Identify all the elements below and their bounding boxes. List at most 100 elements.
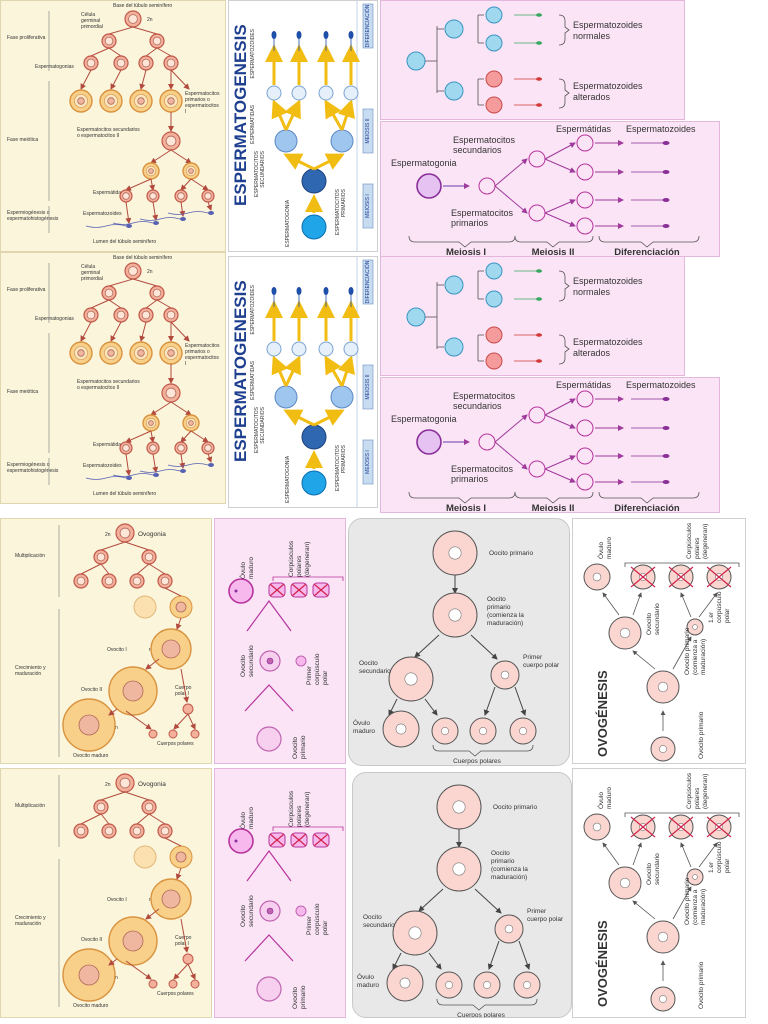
maturing-oocyte-nucleus: [448, 608, 462, 622]
first-polar-nucleus: [692, 624, 698, 630]
label-spermatids-v: ESPERMATIDAS: [250, 360, 256, 399]
germ-cell-nucleus: [128, 14, 138, 24]
spermatid-cell-0: [576, 134, 594, 152]
polar-body-2-nucleus: [519, 727, 527, 735]
line-b3: [156, 299, 172, 309]
label-oocyte2: Ovocito II: [81, 687, 102, 693]
daughter-cell-1: [444, 81, 464, 101]
spermatozoon-0-tail: [85, 476, 127, 480]
secondary-spermatocyte-1: [330, 129, 354, 153]
primary-spermatocyte-cell: [301, 424, 327, 450]
garrow-g: [514, 686, 527, 716]
primary-oocyte-nucleus: [452, 800, 466, 814]
mature-oocyte-nucleus: [78, 964, 100, 986]
gamete-cell-3: [485, 352, 503, 370]
polar-body-1: [182, 703, 194, 715]
arrow-sec-0: [494, 414, 528, 443]
brace-meiosis1: [408, 235, 516, 248]
primary-spermatocyte-0-nucleus: [77, 97, 85, 105]
garrow-g: [518, 940, 531, 970]
oogenesis-title: OVOGÉNESIS: [595, 920, 610, 1007]
secondary-cell-0: [528, 406, 546, 424]
mature-ovule-nucleus: [399, 977, 411, 989]
line-e1: [170, 149, 192, 164]
spermatogonium-0-nucleus: [104, 288, 114, 298]
primary-spermatocyte-0-nucleus: [77, 349, 85, 357]
label-polars: Corpúsculospolares(degeneran): [686, 772, 709, 809]
label-primary-oocyte: Ovocitoprimario: [292, 985, 307, 1009]
label-tubule-base: Base del túbulo seminífero: [113, 255, 172, 261]
label-polar-bodies: Corpúsculospolares(degeneran): [288, 790, 311, 827]
mature-ovule-nucleus: [592, 572, 602, 582]
line-c-extra: [170, 321, 190, 342]
label-2n: 2n: [105, 782, 111, 788]
secondary-oocyte-nucleus: [266, 907, 274, 915]
spermatozoon-0-tail: [85, 224, 127, 228]
mature-ovule-cell: [228, 828, 254, 854]
oline-b3: [148, 813, 166, 825]
line-e0: [150, 149, 172, 164]
oogonia-cell-nucleus: [119, 777, 131, 789]
primary-cell: [478, 177, 496, 195]
label-primary: Oocito primario: [489, 550, 533, 557]
spermatid-2-nucleus: [177, 192, 185, 200]
first-polar-body-nucleus: [504, 924, 514, 934]
line-g1: [152, 201, 159, 221]
label-secondary-v: ESPERMATOCITOSSECUNDARIOS: [254, 150, 266, 197]
label-lumen: Lumen del túbulo seminífero: [93, 491, 156, 497]
oline-j: [187, 713, 196, 730]
stage-tag-2: [362, 439, 374, 485]
oline-b0: [80, 563, 102, 575]
sperm-head-2: [536, 333, 542, 337]
warrow-a: [602, 842, 620, 866]
spermatogonium-b1-nucleus: [116, 310, 126, 320]
sperm-head-0: [536, 269, 542, 273]
gamete-cell-0: [485, 262, 503, 280]
label-primary-maturing: Ovocito primario(comienza amaduración): [684, 627, 707, 675]
mature-oocyte-nucleus: [78, 714, 100, 736]
oline-e: [145, 658, 160, 670]
polar-cross-b-0: [269, 583, 285, 597]
primary-spermatocyte-1-nucleus: [107, 97, 115, 105]
label-secondary-v: ESPERMATOCITOSSECUNDARIOS: [254, 406, 266, 453]
degenerate-cell: [133, 845, 157, 869]
oline-a0: [100, 541, 126, 551]
label-oocyte2: Ovocito II: [81, 937, 102, 943]
garrow-b: [414, 634, 440, 658]
label-first-polar: 1.ercorpúsculopolar: [708, 841, 731, 873]
oogonium-1-nucleus: [144, 802, 154, 812]
secondary-spermatocyte-nucleus: [165, 135, 177, 147]
arrow-c3: [337, 355, 355, 387]
gamete-cell-0: [485, 6, 503, 24]
primary-spermatocyte-3-nucleus: [167, 349, 175, 357]
label-mature: Ovocito maduro: [73, 1003, 109, 1009]
warrow-a: [602, 592, 620, 616]
daughter-cell-1: [444, 337, 464, 357]
stage-tag-2: [362, 183, 374, 229]
arrow-c0: [271, 355, 289, 387]
arrow-spd-1: [544, 414, 576, 429]
primary-oocyte-cell: [256, 726, 282, 752]
secondary-cell-1: [528, 204, 546, 222]
polar-bracket: [624, 812, 740, 817]
spermatozoon-3-head: [208, 463, 214, 467]
mature-ovule-nucleus: [234, 839, 238, 843]
secondary-0-nucleus: [148, 420, 154, 426]
spermatogonium-b0-nucleus: [86, 310, 96, 320]
line-c2: [139, 321, 147, 342]
